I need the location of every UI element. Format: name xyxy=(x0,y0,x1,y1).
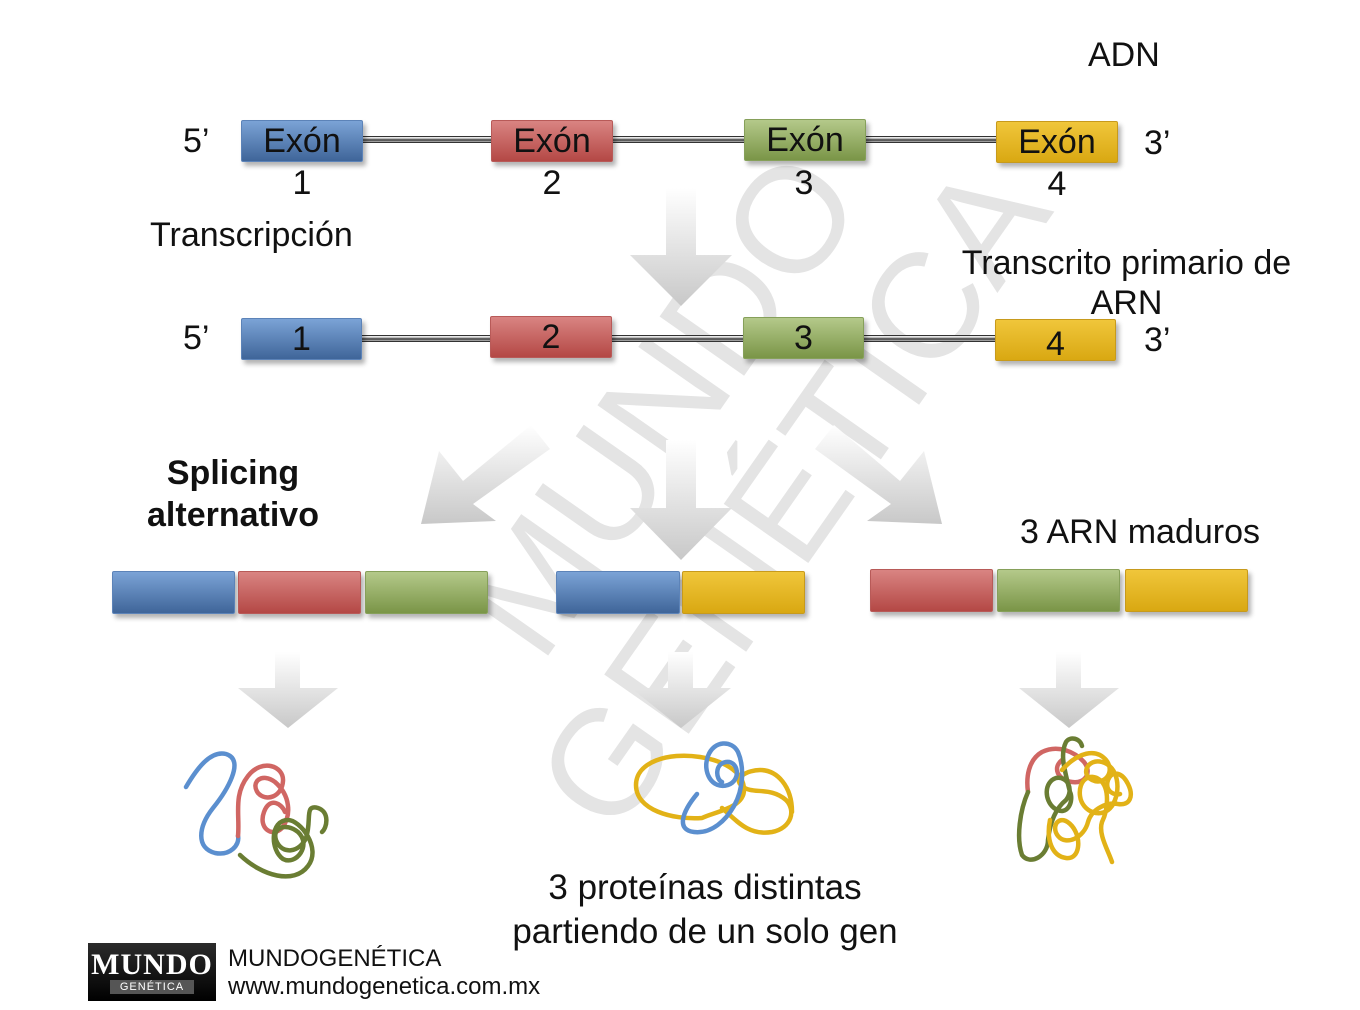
rna-exon-4: 4 xyxy=(995,319,1116,363)
dna-exon-1-label: Exón xyxy=(263,121,341,160)
protein-2 xyxy=(633,741,795,835)
dna-exon-1: Exón xyxy=(241,120,363,162)
dna-exon-2-number: 2 xyxy=(542,164,562,202)
arrow-protein-3 xyxy=(1019,652,1119,728)
arrow-splicing-center xyxy=(630,440,732,560)
dna-exon-2-label: Exón xyxy=(513,121,591,160)
dna-exon-1-number: 1 xyxy=(292,164,312,202)
dna-intron-3 xyxy=(866,136,997,143)
mature-rna-3-exon-3 xyxy=(997,569,1120,612)
logo-main-text: MUNDO xyxy=(91,948,213,981)
dna-intron-1 xyxy=(363,136,493,143)
rna-intron-2 xyxy=(612,335,745,342)
dna-five-prime: 5’ xyxy=(183,122,210,160)
dna-exon-4: Exón xyxy=(996,121,1118,163)
mature-rna-3-exon-4 xyxy=(1125,569,1248,612)
rna-exon-2: 2 xyxy=(490,316,612,358)
arrow-splicing-right xyxy=(815,425,942,524)
dna-exon-4-number: 4 xyxy=(1047,165,1067,203)
mature-rna-1-exon-1 xyxy=(112,571,235,614)
footer-url[interactable]: www.mundogenetica.com.mx xyxy=(228,973,541,1000)
rna-intron-3 xyxy=(864,335,996,342)
rna-exon-1: 1 xyxy=(241,318,362,360)
dna-three-prime: 3’ xyxy=(1144,124,1171,162)
mundogenetica-logo: MUNDO GENÉTICA xyxy=(88,943,216,1001)
rna-exon-3: 3 xyxy=(743,317,864,359)
adn-label: ADN xyxy=(1088,36,1160,74)
arrow-transcription xyxy=(630,188,732,306)
logo-sub-text: GENÉTICA xyxy=(109,980,195,994)
rna-exon-1-number: 1 xyxy=(292,319,311,358)
rna-exon-4-number: 4 xyxy=(1046,324,1065,363)
dna-exon-3-label: Exón xyxy=(766,120,844,159)
proteins-caption: 3 proteínas distintas partiendo de un so… xyxy=(512,868,898,951)
protein-1 xyxy=(183,751,329,879)
arrow-protein-1 xyxy=(238,652,338,728)
splicing-label: Splicing alternativo xyxy=(147,454,319,534)
rna-three-prime: 3’ xyxy=(1144,321,1171,359)
arrow-splicing-left xyxy=(421,425,550,524)
primary-transcript-label: Transcrito primario de ARN xyxy=(961,244,1292,322)
dna-exon-4-label: Exón xyxy=(1018,122,1096,161)
arrow-protein-2 xyxy=(631,652,731,728)
dna-exon-3: Exón xyxy=(744,119,866,161)
mature-rna-2-exon-4 xyxy=(682,571,805,614)
dna-exon-2: Exón xyxy=(491,120,613,162)
rna-five-prime: 5’ xyxy=(183,319,210,357)
footer-site-name: MUNDOGENÉTICA xyxy=(228,945,442,972)
rna-exon-3-number: 3 xyxy=(794,318,813,357)
rna-intron-1 xyxy=(362,335,492,342)
rna-exon-2-number: 2 xyxy=(541,317,561,356)
dna-exon-3-number: 3 xyxy=(794,164,814,202)
mature-rna-2-exon-1 xyxy=(556,571,680,614)
protein-3 xyxy=(1016,736,1133,865)
mature-rna-label: 3 ARN maduros xyxy=(1020,513,1260,551)
mature-rna-1-exon-2 xyxy=(238,571,361,614)
mature-rna-1-exon-3 xyxy=(365,571,488,614)
transcription-label: Transcripción xyxy=(150,216,353,254)
dna-intron-2 xyxy=(613,136,746,143)
mature-rna-3-exon-2 xyxy=(870,569,993,612)
